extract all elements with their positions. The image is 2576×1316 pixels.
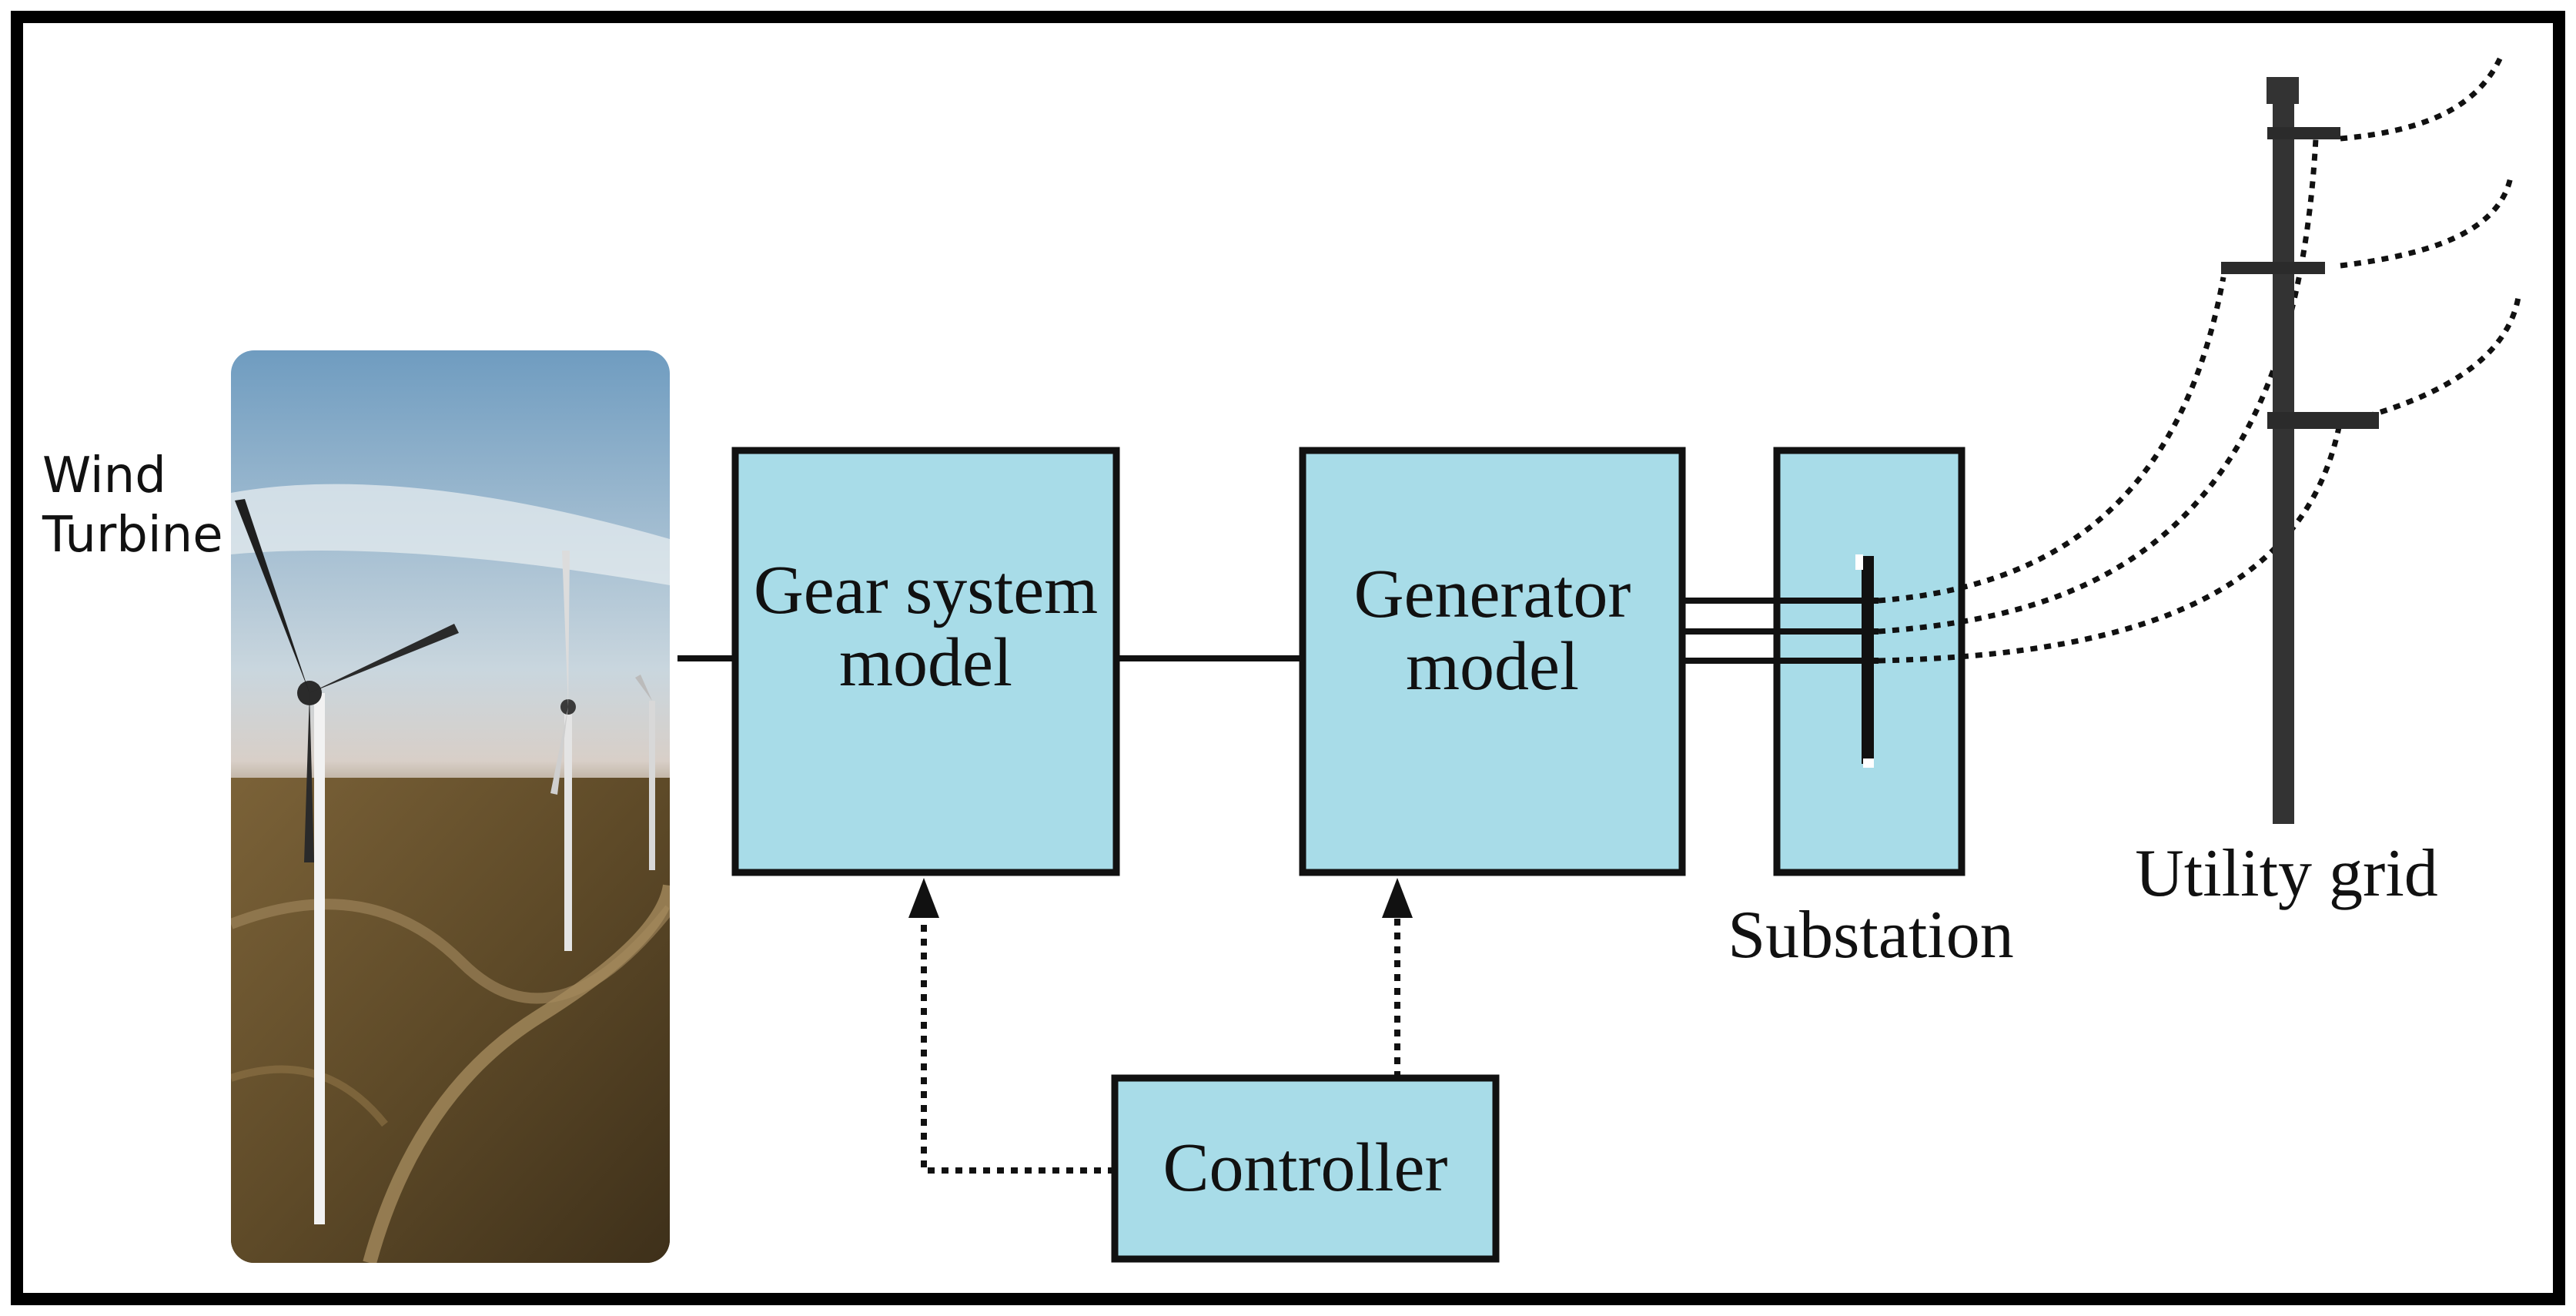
arrow-to-gear — [908, 878, 939, 918]
overhead-lines — [2340, 52, 2522, 427]
controller-block — [1111, 1074, 1500, 1263]
busbar-icon — [1862, 556, 1874, 764]
generator-block — [1299, 447, 1686, 876]
control-signal-lines — [921, 909, 1400, 1174]
grid-feed-lines — [1878, 138, 2343, 664]
gear-system-block — [731, 447, 1120, 876]
power-pole-icon — [2221, 77, 2379, 824]
wind-turbine-photo — [231, 350, 670, 1263]
arrow-to-generator — [1382, 878, 1413, 918]
outer-border — [11, 11, 2565, 1305]
